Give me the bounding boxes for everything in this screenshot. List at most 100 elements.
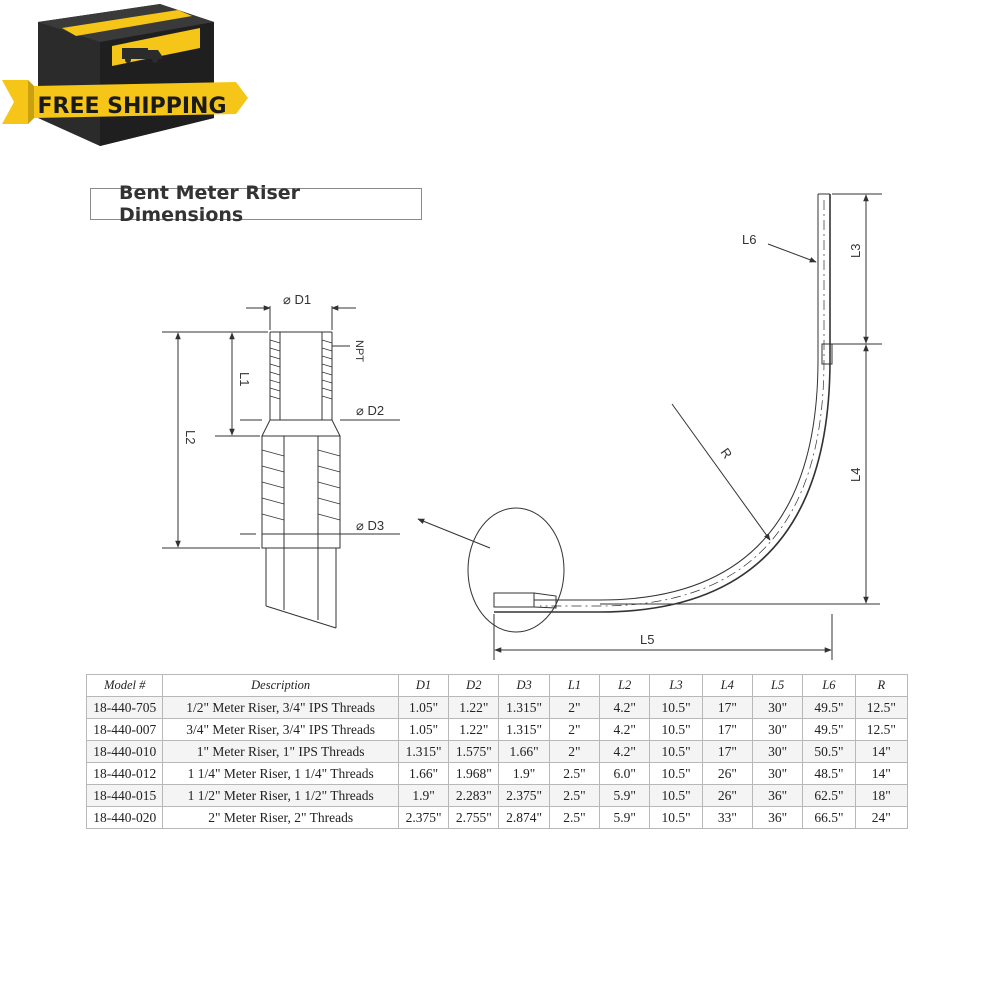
table-cell: 12.5"	[854, 696, 909, 719]
table-cell: 2.5"	[548, 784, 601, 807]
table-cell: 66.5"	[802, 806, 856, 829]
detail-callout-arrow	[417, 518, 491, 549]
table-row: 18-440-705 1/2" Meter Riser, 3/4" IPS Th…	[85, 696, 909, 719]
table-cell: 2"	[548, 740, 601, 763]
d3-label: ⌀ D3	[356, 518, 384, 533]
table-cell: 26"	[701, 784, 753, 807]
thread-marks	[269, 339, 333, 400]
table-cell: 48.5"	[802, 762, 856, 785]
table-cell: 33"	[701, 806, 753, 829]
l4-label: L4	[848, 468, 863, 482]
column-header: L5	[751, 674, 804, 697]
table-cell: 4.2"	[599, 718, 651, 741]
table-cell: 10.5"	[649, 806, 703, 829]
table-cell: 1.968"	[448, 762, 500, 785]
r-label: R	[718, 445, 736, 461]
table-cell: 2" Meter Riser, 2" Threads	[162, 806, 399, 829]
table-cell: 6.0"	[599, 762, 651, 785]
table-row: 18-440-012 1 1/4" Meter Riser, 1 1/4" Th…	[85, 762, 909, 785]
table-cell: 1.22"	[448, 718, 500, 741]
table-cell: 49.5"	[802, 718, 856, 741]
table-cell: 2.283"	[448, 784, 500, 807]
table-cell: 18"	[854, 784, 909, 807]
table-cell: 17"	[701, 696, 753, 719]
table-cell: 17"	[701, 718, 753, 741]
column-header: D3	[498, 674, 550, 697]
table-cell: 1/2" Meter Riser, 3/4" IPS Threads	[162, 696, 399, 719]
column-header: L1	[548, 674, 601, 697]
table-cell: 30"	[751, 696, 804, 719]
table-cell: 1.9"	[498, 762, 550, 785]
l5-label: L5	[640, 632, 654, 647]
table-cell: 49.5"	[802, 696, 856, 719]
l1-label: L1	[237, 372, 252, 386]
table-cell: 26"	[701, 762, 753, 785]
table-cell: 2.375"	[397, 806, 450, 829]
table-cell: 1.575"	[448, 740, 500, 763]
d1-label: ⌀ D1	[283, 292, 311, 307]
table-cell: 18-440-012	[85, 762, 164, 785]
table-cell: 2"	[548, 718, 601, 741]
bend-dimensions: L3 L4 L5 L6 R	[493, 193, 882, 660]
table-cell: 2.375"	[498, 784, 550, 807]
table-cell: 62.5"	[802, 784, 856, 807]
table-cell: 1.66"	[397, 762, 450, 785]
table-cell: 3/4" Meter Riser, 3/4" IPS Threads	[162, 718, 399, 741]
table-cell: 18-440-015	[85, 784, 164, 807]
l2-label: L2	[183, 430, 198, 444]
table-header-row: Model # Description D1 D2 D3 L1 L2 L3 L4…	[85, 674, 909, 697]
table-cell: 10.5"	[649, 762, 703, 785]
table-cell: 10.5"	[649, 740, 703, 763]
table-cell: 1 1/4" Meter Riser, 1 1/4" Threads	[162, 762, 399, 785]
table-cell: 10.5"	[649, 718, 703, 741]
table-cell: 14"	[854, 740, 909, 763]
column-header: L4	[701, 674, 753, 697]
table-cell: 2.755"	[448, 806, 500, 829]
l3-label: L3	[848, 244, 863, 258]
table-cell: 30"	[751, 718, 804, 741]
detail-circle	[467, 507, 565, 633]
table-cell: 10.5"	[649, 784, 703, 807]
table-cell: 1.9"	[397, 784, 450, 807]
table-row: 18-440-007 3/4" Meter Riser, 3/4" IPS Th…	[85, 718, 909, 741]
column-header: L6	[802, 674, 856, 697]
table-cell: 1 1/2" Meter Riser, 1 1/2" Threads	[162, 784, 399, 807]
table-cell: 17"	[701, 740, 753, 763]
table-cell: 2.5"	[548, 762, 601, 785]
table-cell: 50.5"	[802, 740, 856, 763]
column-header: D1	[397, 674, 450, 697]
delivery-truck-icon	[122, 48, 162, 63]
table-cell: 30"	[751, 762, 804, 785]
table-cell: 1.22"	[448, 696, 500, 719]
bent-riser-view	[493, 193, 833, 613]
table-cell: 1.66"	[498, 740, 550, 763]
table-cell: 2.5"	[548, 806, 601, 829]
table-cell: 12.5"	[854, 718, 909, 741]
table-row: 18-440-020 2" Meter Riser, 2" Threads 2.…	[85, 806, 909, 829]
column-header: L3	[649, 674, 703, 697]
table-cell: 1.05"	[397, 718, 450, 741]
column-header: R	[854, 674, 909, 697]
riser-spec-table: Model # Description D1 D2 D3 L1 L2 L3 L4…	[85, 674, 909, 829]
free-shipping-label: FREE SHIPPING	[37, 94, 226, 119]
table-cell: 1.315"	[397, 740, 450, 763]
shipping-banner	[2, 80, 248, 124]
diagram-title: Bent Meter Riser Dimensions	[90, 182, 422, 226]
npt-label: NPT	[353, 340, 365, 362]
table-cell: 4.2"	[599, 740, 651, 763]
table-cell: 5.9"	[599, 806, 651, 829]
table-cell: 14"	[854, 762, 909, 785]
table-cell: 10.5"	[649, 696, 703, 719]
riser-section-view	[261, 331, 341, 629]
d2-label: ⌀ D2	[356, 403, 384, 418]
table-cell: 2.874"	[498, 806, 550, 829]
table-cell: 1.05"	[397, 696, 450, 719]
column-header: L2	[599, 674, 651, 697]
table-row: 18-440-010 1" Meter Riser, 1" IPS Thread…	[85, 740, 909, 763]
table-cell: 36"	[751, 784, 804, 807]
table-cell: 1" Meter Riser, 1" IPS Threads	[162, 740, 399, 763]
table-cell: 5.9"	[599, 784, 651, 807]
table-cell: 1.315"	[498, 718, 550, 741]
table-cell: 18-440-010	[85, 740, 164, 763]
section-dimensions: ⌀ D1 ⌀ D2 ⌀ D3 NPT L1 L2	[162, 292, 400, 549]
